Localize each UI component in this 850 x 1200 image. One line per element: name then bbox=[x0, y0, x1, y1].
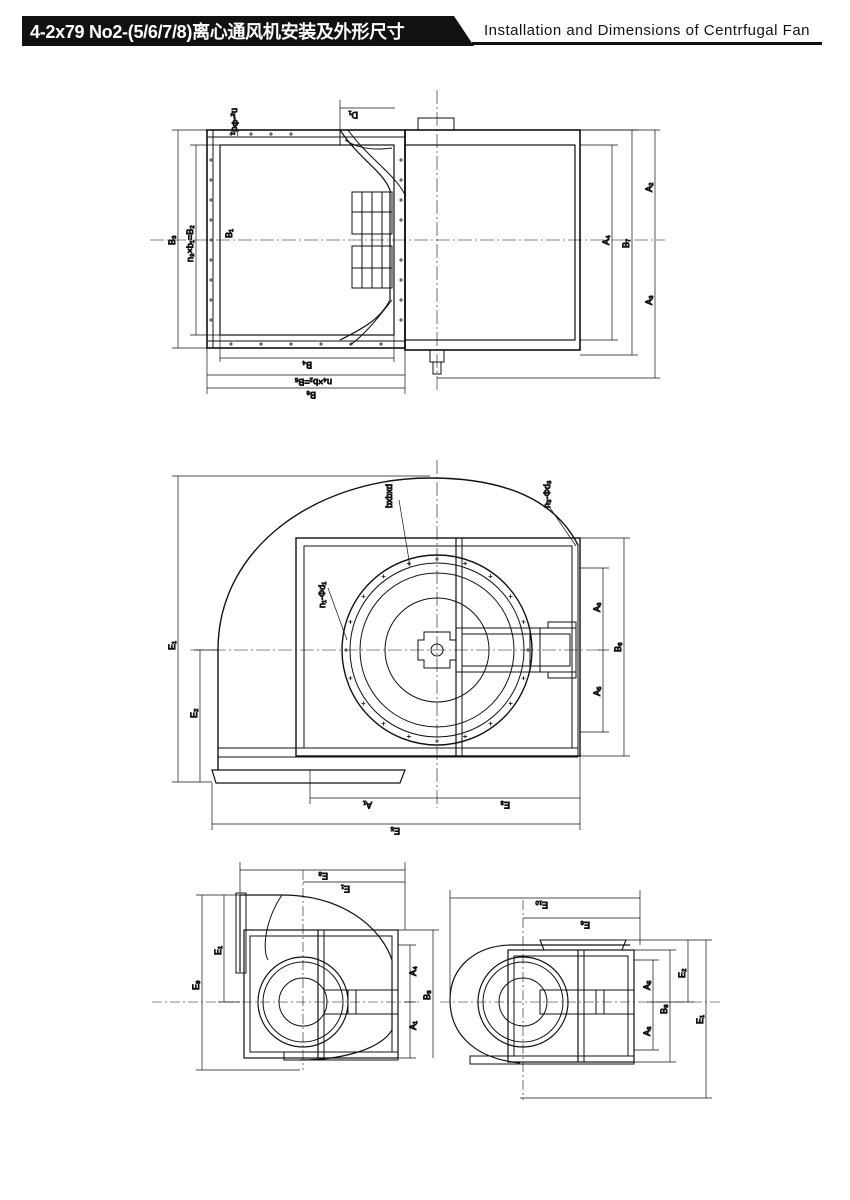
label-n2-d2: n₂-Φd₂ bbox=[230, 108, 240, 136]
label-e8: E₈ bbox=[318, 871, 328, 881]
bolt-cross bbox=[521, 676, 526, 681]
variant-right-dimensions bbox=[449, 890, 712, 1099]
bolt-cross bbox=[381, 574, 386, 579]
variant-view-left: E₈ E₁ E₉ E₁ A₄ B₈ A₁ bbox=[152, 862, 439, 1071]
title-block bbox=[22, 16, 474, 46]
bolt-cross bbox=[348, 676, 353, 681]
label-b7: B₇ bbox=[621, 239, 631, 248]
page-title-english: Installation and Dimensions of Centrfuga… bbox=[484, 22, 811, 39]
label-e3: E₃ bbox=[500, 800, 510, 810]
page-title: 4-2x79 No2-(5/6/7/8)离心通风机安装及外形尺寸 bbox=[30, 22, 405, 42]
label-a5: A₅ bbox=[592, 686, 602, 696]
bolt-cross bbox=[526, 648, 530, 652]
label-e2: E₂ bbox=[189, 708, 199, 718]
flange-bolts bbox=[344, 557, 530, 743]
label-a3: A₃ bbox=[644, 295, 654, 305]
label-b6: B₆ bbox=[306, 390, 316, 400]
label-e6: E₆ bbox=[580, 920, 590, 930]
bolt-cross bbox=[406, 561, 411, 566]
label-n4b2: n₄×b₂=B₅ bbox=[294, 377, 332, 387]
page-header: 4-2x79 No2-(5/6/7/8)离心通风机安装及外形尺寸 Install… bbox=[0, 0, 850, 50]
bolt-cross bbox=[463, 561, 468, 566]
label-e1: E₁ bbox=[167, 641, 177, 650]
label-a2: A₂ bbox=[644, 182, 654, 192]
label-n1-d1: n₁-Φd₁ bbox=[317, 582, 327, 608]
label-a6: A₆ bbox=[592, 602, 602, 612]
front-view: bxbxd n₃-Φd₃ n₁-Φd₁ E₁ E₂ A₆ B₈ A₅ A₁ E₃… bbox=[167, 460, 630, 837]
label-b1: B₁ bbox=[224, 229, 234, 238]
label-e2-v4: E₂ bbox=[677, 968, 687, 978]
bolt-cross bbox=[508, 594, 513, 599]
bolt-cross bbox=[435, 739, 439, 743]
bolt-cross bbox=[344, 648, 348, 652]
label-n3-d3: n₃-Φd₃ bbox=[542, 480, 552, 508]
plan-view: n₂-Φd₂ D₁ B₃ n₃×b₁=B₂ B₁ A₄ B₇ A₂ A₃ B₄ … bbox=[150, 90, 665, 401]
bolt-cross bbox=[361, 594, 366, 599]
label-d1: D₁ bbox=[348, 110, 358, 120]
label-e1-v4: E₁ bbox=[695, 1015, 705, 1024]
bolt-cross bbox=[488, 574, 493, 579]
bolt-cross bbox=[488, 721, 493, 726]
label-b8-v3: B₈ bbox=[422, 990, 432, 1000]
label-b4: B₄ bbox=[302, 360, 312, 370]
label-b3: B₃ bbox=[167, 235, 177, 245]
label-a4: A₄ bbox=[601, 235, 611, 245]
bolt-cross bbox=[406, 734, 411, 739]
bolt-cross bbox=[381, 721, 386, 726]
bolt-holes bbox=[209, 132, 403, 346]
label-b8-v4: B₈ bbox=[659, 1004, 669, 1014]
label-e10: E₁₀ bbox=[535, 900, 548, 910]
plan-dimensions bbox=[172, 100, 660, 394]
label-a6-v4: A₆ bbox=[642, 1026, 652, 1036]
label-n3b1: n₃×b₁=B₂ bbox=[185, 225, 195, 262]
label-b8: B₈ bbox=[613, 642, 623, 652]
label-e5: E₅ bbox=[390, 826, 400, 836]
label-a1-v3: A₁ bbox=[408, 1021, 418, 1030]
bolt-cross bbox=[508, 701, 513, 706]
variant-left-dimensions bbox=[196, 862, 439, 1071]
label-bxbxd: bxbxd bbox=[384, 484, 394, 508]
variant-view-right: E₁₀ E₆ A₅ B₈ A₆ E₂ E₁ bbox=[440, 890, 720, 1100]
impeller bbox=[339, 129, 406, 346]
bolt-cross bbox=[348, 619, 353, 624]
bolt-cross bbox=[521, 619, 526, 624]
label-a1: A₁ bbox=[363, 800, 372, 810]
label-e9: E₉ bbox=[191, 980, 201, 990]
header-rule bbox=[472, 42, 822, 45]
label-e1-top: E₁ bbox=[341, 884, 350, 894]
label-a5-v4: A₅ bbox=[642, 980, 652, 990]
bolt-cross bbox=[463, 734, 468, 739]
front-dimensions bbox=[172, 475, 630, 830]
bolt-cross bbox=[361, 701, 366, 706]
label-e1-side: E₁ bbox=[213, 946, 223, 955]
bolt-cross bbox=[435, 557, 439, 561]
label-a4-v3: A₄ bbox=[408, 966, 418, 976]
